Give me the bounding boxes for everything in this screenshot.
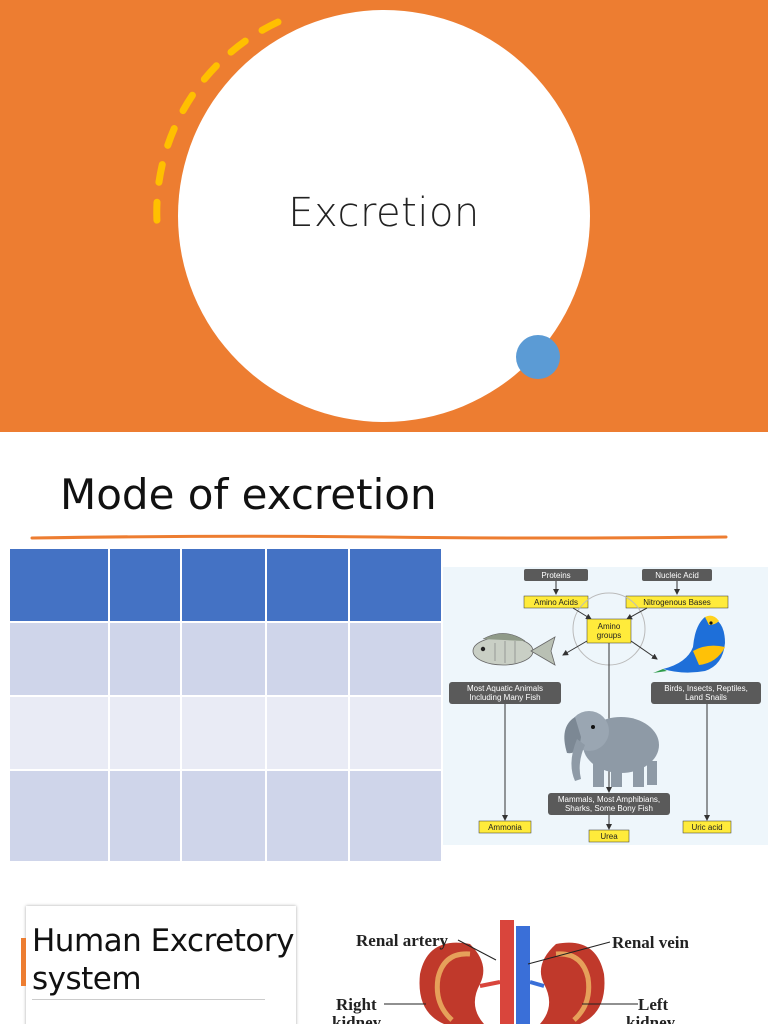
renal-artery-label: Renal artery [356,931,449,950]
excretion-table [8,547,443,863]
elephant-icon [564,711,659,787]
ammonia-box [478,820,532,834]
nucleic-acid-label: Nucleic Acid [655,571,699,580]
table-cell [180,547,267,623]
table-cell [180,769,267,863]
left-kidney-label-1: Left [638,995,669,1014]
nitrogenous-bases-label: Nitrogenous Bases [643,598,711,607]
birds-label-2: Land Snails [685,693,727,702]
human-excretory-slide: Human Excretory system Renal artery Rena… [0,880,768,1024]
table-cell [8,621,110,697]
table-cell [8,547,110,623]
mammals-label-1: Mammals, Most Amphibians, [558,795,660,804]
heading-line-1: Human Excretory [32,923,294,959]
table-cell [265,769,350,863]
table-cell [348,621,443,697]
mammals-box [548,793,670,815]
heading-line-2: system [32,961,142,997]
table-cell [8,695,110,771]
title-rule [32,999,265,1000]
aquatic-label-1: Most Aquatic Animals [467,684,543,693]
accent-dot [516,335,560,379]
mammals-label-2: Sharks, Some Bony Fish [565,804,653,813]
accent-bar [21,938,26,986]
table-row [8,695,443,771]
table-cell [108,769,182,863]
brush-underline [30,534,728,540]
renal-vein-label: Renal vein [612,933,690,952]
parrot-icon [653,615,725,673]
title-slide: Excretion [0,0,768,432]
aquatic-label-2: Including Many Fish [469,693,540,702]
table-cell [265,695,350,771]
urea-box [588,829,630,843]
amino-acids-label: Amino Acids [534,598,578,607]
table-cell [180,695,267,771]
left-kidney-label-2: kidney [626,1013,676,1024]
amino-groups-label-1: Amino [598,622,621,631]
table-cell [348,547,443,623]
table-cell [348,769,443,863]
right-kidney-label-2: kidney [332,1013,382,1024]
birds-label-1: Birds, Insects, Reptiles, [664,684,748,693]
fish-icon [472,633,556,666]
title-card [26,906,296,1024]
table-cell [8,769,110,863]
table-cell [108,547,182,623]
vena-cava-shape [516,926,530,1024]
slide-heading: Human Excretory system [32,922,294,998]
table-cell [265,621,350,697]
nucleic-acid-box [642,569,712,581]
slide-heading: Mode of excretion [60,470,437,519]
table-row [8,769,443,863]
table-cell [265,547,350,623]
table-row [8,621,443,697]
amino-groups-label-2: groups [597,631,621,640]
table-cell [348,695,443,771]
amino-acids-box [523,595,589,609]
proteins-box [524,569,588,581]
uric-acid-box [682,820,732,834]
birds-box [651,682,761,704]
table-cell [108,695,182,771]
urea-label: Urea [600,832,618,841]
uric-acid-label: Uric acid [691,823,722,832]
right-kidney-shape [419,942,484,1024]
table-cell [108,621,182,697]
aorta-shape [500,920,514,1024]
dashed-arc-decoration [153,18,282,226]
aquatic-animals-box [449,682,561,704]
slide-title: Excretion [288,190,480,236]
nitrogenous-waste-diagram: Proteins Nucleic Acid Amino Acids Nitrog… [443,567,768,845]
proteins-label: Proteins [541,571,570,580]
kidney-diagram: Renal artery Renal vein Right kidney Lef… [332,920,690,1024]
mode-of-excretion-slide: Mode of excretion [0,432,768,880]
right-kidney-label-1: Right [336,995,377,1014]
ammonia-label: Ammonia [488,823,522,832]
nitrogenous-bases-box [625,595,729,609]
table-cell [180,621,267,697]
table-header-row [8,547,443,623]
